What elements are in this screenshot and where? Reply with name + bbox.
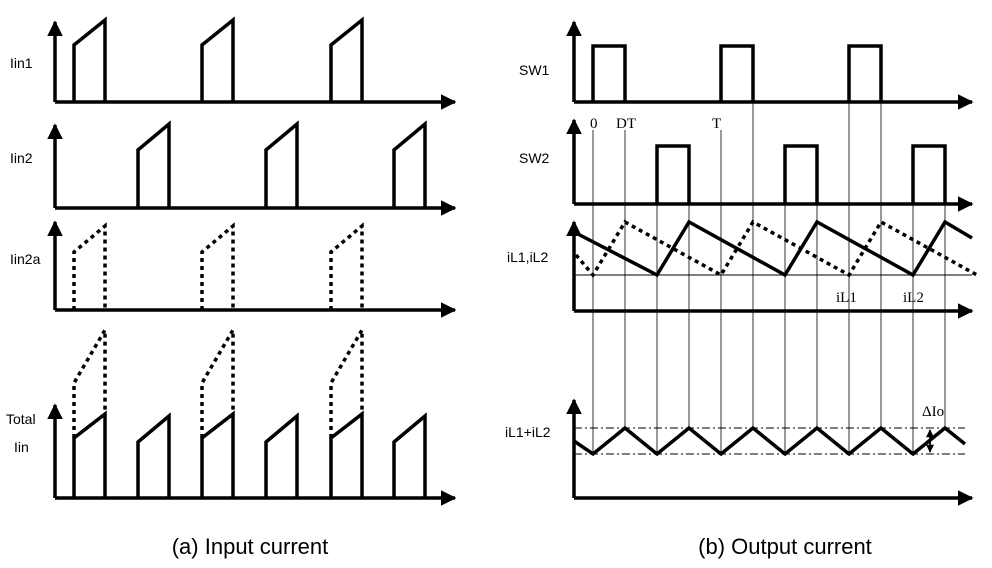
iin2-label: Iin2 — [10, 150, 33, 166]
iin2a-waveform — [72, 222, 364, 310]
il-sum-waveform — [573, 425, 967, 457]
dt-marker: DT — [616, 116, 636, 132]
sw1-waveform — [591, 44, 883, 102]
il1-marker: iL1 — [836, 290, 857, 306]
il1-plus-il2-label: iL1+iL2 — [505, 424, 551, 440]
input-current-panel: Iin1 Iin2 Iin2a Total Iin (a) Input curr… — [6, 16, 457, 559]
output-current-panel: SW1 SW2 iL1,iL2 iL1+iL2 0 DT T iL1 iL2 Δ… — [505, 20, 978, 559]
il1-waveform — [573, 219, 973, 278]
sw2-waveform — [655, 144, 947, 204]
left-axes — [47, 20, 457, 506]
il2-marker: iL2 — [903, 290, 924, 306]
iin1-waveform — [72, 16, 364, 102]
zero-marker: 0 — [590, 116, 598, 132]
il1-il2-label: iL1,iL2 — [507, 249, 548, 265]
input-current-caption: (a) Input current — [172, 534, 329, 559]
total-iin-waveform — [72, 410, 427, 498]
output-current-caption: (b) Output current — [698, 534, 872, 559]
ripple-bounds — [574, 427, 965, 455]
iin2-waveform — [136, 120, 427, 208]
iin-label: Iin — [14, 439, 29, 455]
iin1-label: Iin1 — [10, 55, 33, 71]
t-marker: T — [712, 116, 721, 132]
timing-guide-lines — [592, 46, 946, 454]
total-label: Total — [6, 411, 36, 427]
iin2a-label: Iin2a — [10, 251, 41, 267]
delta-io-marker: ΔIo — [922, 404, 944, 420]
sw2-label: SW2 — [519, 150, 550, 166]
sw1-label: SW1 — [519, 62, 550, 78]
total-iin-dotted-stack — [72, 323, 364, 438]
right-axes — [566, 20, 974, 506]
